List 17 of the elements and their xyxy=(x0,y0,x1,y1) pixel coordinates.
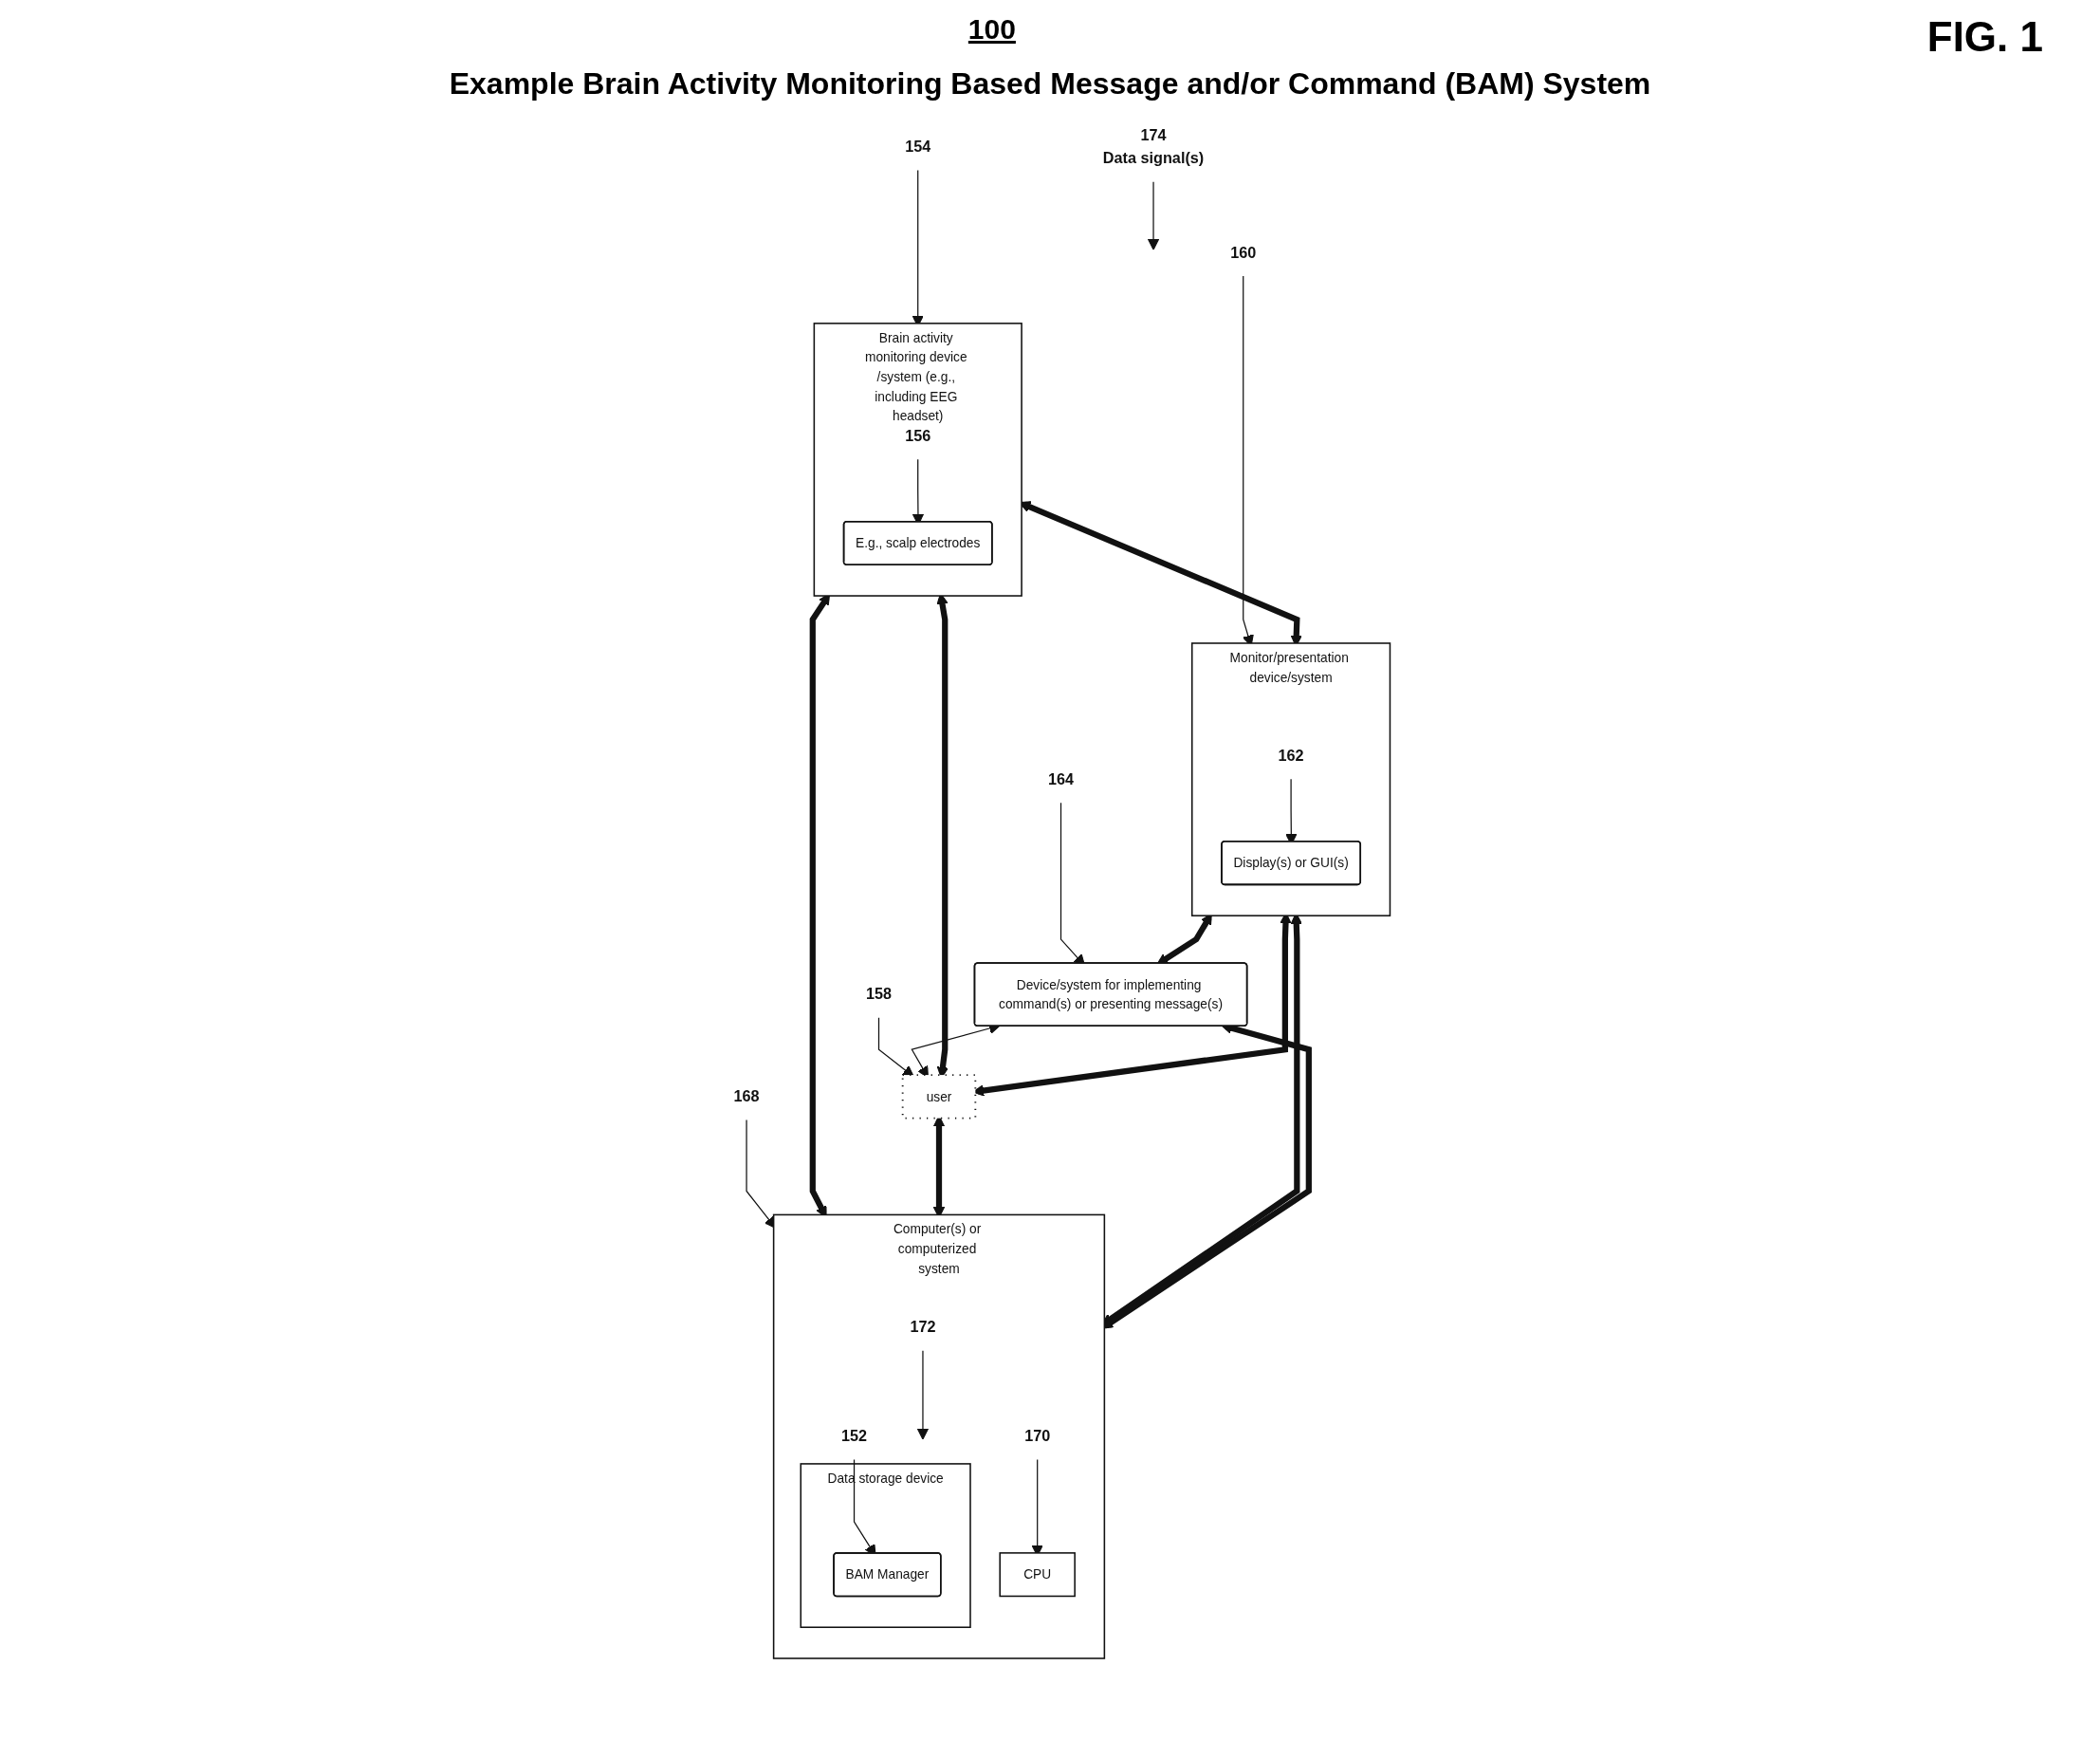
node-box: CPU xyxy=(999,1552,1076,1598)
node-text: 168 xyxy=(733,1087,760,1105)
figure-number: 100 xyxy=(967,13,1016,46)
node-text: 160 xyxy=(1230,243,1257,262)
node-text: 156 xyxy=(905,426,931,445)
node-text: 164 xyxy=(1047,769,1075,788)
node-text: 152 xyxy=(840,1427,868,1445)
node-text: 170 xyxy=(1024,1427,1051,1445)
diagram-title: Example Brain Activity Monitoring Based Message and/or Command (BAM) System xyxy=(448,66,1652,102)
node-text: 172 xyxy=(910,1318,936,1337)
node-text: 154 xyxy=(905,138,931,156)
node-text: 162 xyxy=(1278,746,1304,765)
node-text: 158 xyxy=(865,985,893,1004)
node-text: 174 Data signal(s) xyxy=(1102,125,1205,168)
arrow xyxy=(1147,181,1160,250)
figure-label: FIG. 1 xyxy=(1926,13,2043,61)
arrow xyxy=(916,1350,930,1440)
